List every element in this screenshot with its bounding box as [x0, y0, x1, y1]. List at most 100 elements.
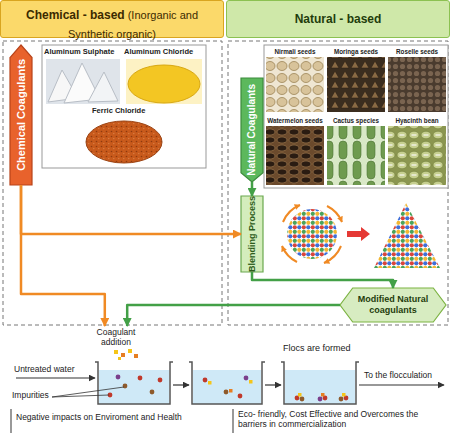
mix-arrow — [283, 205, 300, 222]
coagulant-particle — [208, 381, 212, 385]
particle-mix — [287, 209, 337, 259]
callout-label: Impurities — [12, 391, 56, 401]
red-arrow — [347, 227, 370, 241]
natural-path — [252, 272, 393, 288]
photo-caption: Hyacinth bean — [387, 117, 447, 124]
category-header: Chemical - based(Inorganic and Synthetic… — [0, 0, 224, 38]
mix-arrow — [282, 246, 297, 262]
coagulant-particle — [118, 357, 121, 360]
watermelon-photo — [266, 126, 324, 185]
photo-caption: Nirmali seeds — [265, 48, 325, 55]
bracket — [10, 409, 11, 433]
result-hexagon: Modified Natural coagulants — [340, 288, 446, 322]
photo-caption: Moringa seeds — [326, 48, 386, 55]
coagulant-particle — [128, 349, 132, 353]
natural-path — [127, 305, 340, 326]
process-tab-text: Blending Process — [247, 196, 258, 272]
flow-label: To the flocculation — [364, 371, 450, 381]
step-arrow — [265, 384, 281, 385]
step-label: Coagulant addition — [88, 326, 144, 348]
inflow-arrow — [16, 377, 95, 378]
mix-arrow — [327, 206, 342, 222]
floc — [295, 393, 305, 401]
result-hexagon-outline — [340, 288, 446, 322]
coagulant-particle — [134, 354, 138, 358]
beaker — [189, 362, 265, 404]
coagulant-particle — [249, 380, 253, 384]
particle-pyramid — [374, 203, 440, 268]
coagulant-particle — [298, 393, 302, 397]
beaker — [95, 362, 173, 404]
yellow-powder — [128, 65, 200, 103]
category-tab-outline — [10, 45, 32, 185]
water — [285, 370, 355, 404]
crystal — [88, 72, 118, 102]
leader-line — [52, 387, 124, 397]
chemical-path — [21, 185, 241, 234]
category-tab-text: Natural Coagulants — [246, 84, 258, 176]
impurity — [224, 390, 229, 395]
category-tab-outline — [241, 78, 263, 182]
water — [193, 370, 261, 404]
impurity — [150, 390, 155, 395]
category-header-text: Chemical - based — [26, 8, 125, 22]
photo-bg — [126, 59, 202, 104]
photo-bg — [46, 59, 120, 104]
photo-caption: Ferric Chloride — [92, 107, 172, 116]
step-label: Flocs are formed — [283, 343, 373, 353]
impurity — [123, 384, 128, 389]
photo-panel — [264, 45, 448, 188]
nirmali-photo — [266, 57, 324, 112]
impurity — [238, 394, 243, 399]
outflow-arrow — [359, 384, 444, 385]
result-hexagon-text: Modified Natural coagulants — [354, 294, 432, 315]
moringa-photo — [327, 57, 385, 112]
water — [99, 370, 169, 404]
step-label-text: Coagulant addition — [88, 327, 144, 347]
chemical-path — [21, 185, 105, 326]
photo-caption: Aluminum Chloride — [124, 48, 206, 57]
ferric-powder — [86, 121, 162, 163]
mix-arrow — [324, 246, 341, 263]
impurity — [158, 378, 163, 383]
photo-panel — [42, 45, 206, 168]
floc — [339, 393, 349, 401]
category-tab: Chemical Coagulants — [10, 45, 32, 185]
photo-caption: Roselle seeds — [387, 48, 447, 55]
impurity — [203, 378, 208, 383]
photo-caption: Aluminum Sulphate — [44, 48, 124, 57]
cactus-photo — [327, 126, 385, 185]
impurity — [138, 376, 143, 381]
photo-caption: Cactus species — [326, 117, 386, 124]
natural-path — [251, 182, 254, 196]
coagulant-particle — [121, 353, 125, 357]
roselle-photo — [388, 57, 446, 112]
impurity — [116, 375, 121, 380]
process-tab: Blending Process — [241, 196, 263, 272]
coagulant-particle — [342, 393, 346, 397]
process-tab-outline — [241, 196, 263, 272]
photo-caption: Watermelon seeds — [265, 117, 325, 124]
coagulant-particle — [229, 389, 233, 393]
impurity — [318, 397, 323, 402]
bracket — [232, 409, 233, 433]
beaker — [281, 362, 359, 404]
category-header: Natural - based — [226, 0, 450, 38]
panel-frame — [3, 41, 222, 325]
benefit-note: Eco- friendly, Cost Effective and Overco… — [238, 410, 448, 430]
flow-label: Untreated water — [14, 365, 98, 375]
impurity — [244, 376, 249, 381]
coagulant-particle — [321, 393, 325, 397]
panel-frame — [228, 41, 448, 325]
step-arrow — [173, 384, 189, 385]
impact-note: Negative impacts on Enviroment and Healt… — [16, 413, 222, 423]
hyacinth-photo — [388, 126, 446, 185]
impurity — [300, 397, 305, 402]
category-tab-text: Chemical Coagulants — [15, 59, 28, 171]
coagulant-particle — [114, 350, 118, 354]
category-header-text: Natural - based — [295, 12, 382, 26]
category-tab: Natural Coagulants — [241, 78, 263, 182]
impurity — [339, 397, 344, 402]
floc — [318, 393, 328, 401]
